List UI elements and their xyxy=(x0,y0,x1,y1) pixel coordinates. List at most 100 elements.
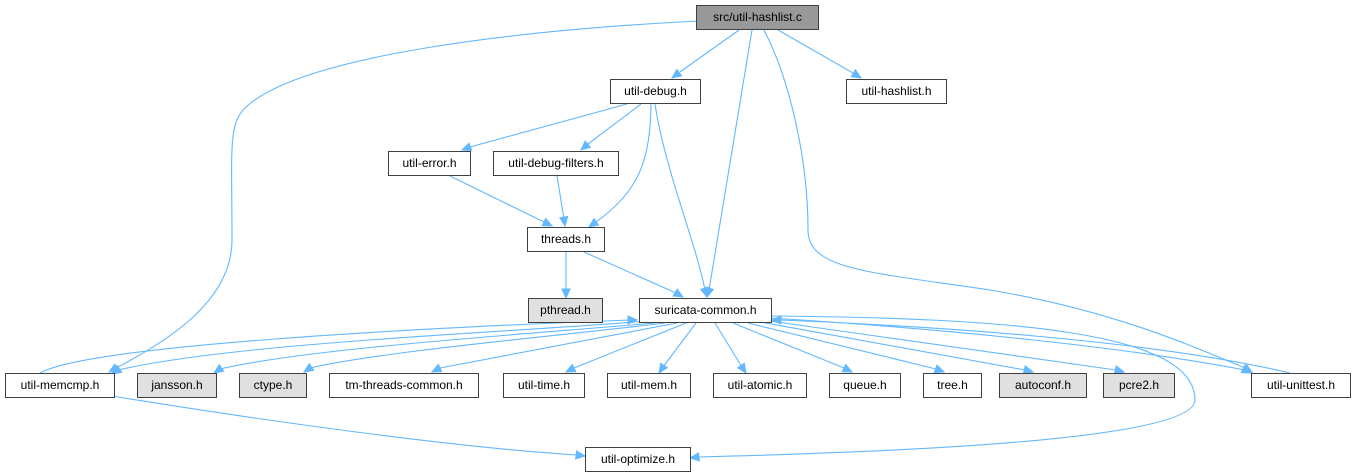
node-ctype[interactable]: ctype.h xyxy=(239,373,307,398)
edge-line xyxy=(117,320,649,371)
node-box xyxy=(1103,373,1175,398)
edge-line xyxy=(439,322,678,369)
node-box xyxy=(239,373,307,398)
node-common[interactable]: suricata-common.h xyxy=(639,298,772,323)
node-pthread[interactable]: pthread.h xyxy=(528,298,603,323)
edge-line xyxy=(714,322,743,368)
node-box xyxy=(503,373,585,398)
edge-unittest-to-common xyxy=(770,315,1291,374)
node-hashlist[interactable]: util-hashlist.h xyxy=(846,79,947,104)
node-label: util-mem.h xyxy=(621,378,677,392)
node-queue[interactable]: queue.h xyxy=(829,373,901,398)
node-jansson[interactable]: jansson.h xyxy=(137,373,217,398)
arrow-head xyxy=(736,362,747,375)
node-mem[interactable]: util-mem.h xyxy=(607,373,691,398)
node-pcre2[interactable]: pcre2.h xyxy=(1103,373,1175,398)
node-box xyxy=(1251,373,1351,398)
arrow-head xyxy=(587,217,600,228)
edge-line xyxy=(573,322,687,369)
edge-line xyxy=(115,20,700,369)
arrow-head xyxy=(575,450,587,460)
arrow-head xyxy=(1240,364,1253,374)
edge-line xyxy=(587,103,642,145)
node-label: threads.h xyxy=(541,232,591,246)
node-debug[interactable]: util-debug.h xyxy=(610,79,701,104)
arrow-head xyxy=(688,452,700,462)
node-box xyxy=(528,298,603,323)
arrow-head xyxy=(541,217,554,227)
edge-memcmp-to-common xyxy=(39,315,639,374)
node-threads[interactable]: threads.h xyxy=(527,227,605,252)
edge-line xyxy=(708,29,753,291)
node-root[interactable]: src/util-hashlist.c xyxy=(696,5,819,30)
node-unittest[interactable]: util-unittest.h xyxy=(1251,373,1351,398)
node-optimize[interactable]: util-optimize.h xyxy=(585,447,691,472)
edge-line xyxy=(777,29,854,74)
node-label: util-unittest.h xyxy=(1267,378,1335,392)
node-tmthreads[interactable]: tm-threads-common.h xyxy=(329,373,479,398)
node-box xyxy=(829,373,901,398)
node-memcmp[interactable]: util-memcmp.h xyxy=(5,373,115,398)
edge-root-to-common xyxy=(704,29,753,299)
edge-line xyxy=(779,319,1291,374)
node-autoconf[interactable]: autoconf.h xyxy=(999,373,1087,398)
node-label: pthread.h xyxy=(540,303,591,317)
node-box xyxy=(493,151,619,176)
edges-layer xyxy=(39,20,1291,462)
edge-common-to-pcre2 xyxy=(769,320,1126,375)
arrow-head xyxy=(699,286,710,299)
node-box xyxy=(527,227,605,252)
node-label: util-atomic.h xyxy=(728,378,793,392)
edge-debug-to-common xyxy=(654,103,710,299)
edge-line xyxy=(309,322,666,369)
edge-line xyxy=(747,322,937,370)
arrow-head xyxy=(933,364,946,374)
arrow-head xyxy=(110,364,123,375)
node-tree[interactable]: tree.h xyxy=(923,373,982,398)
edge-threads-to-common xyxy=(583,251,685,298)
nodes-layer: src/util-hashlist.c util-debug.h util-hash… xyxy=(5,5,1351,472)
node-box xyxy=(329,373,479,398)
arrow-head xyxy=(671,68,683,79)
edge-root-to-hashlist xyxy=(777,29,863,79)
node-label: util-error.h xyxy=(402,156,456,170)
node-box xyxy=(137,373,217,398)
edge-line xyxy=(763,29,1246,369)
node-label: autoconf.h xyxy=(1015,378,1071,392)
edge-line xyxy=(662,322,697,368)
edge-line xyxy=(654,103,706,291)
edge-line xyxy=(679,29,740,73)
edge-common-to-optimize xyxy=(688,315,1196,462)
node-box xyxy=(585,447,691,472)
arrow-head xyxy=(460,142,473,152)
arrow-head xyxy=(850,68,863,79)
arrow-head xyxy=(658,362,669,375)
node-label: util-hashlist.h xyxy=(861,84,931,98)
edge-filters-to-threads xyxy=(556,175,569,228)
node-error[interactable]: util-error.h xyxy=(388,151,471,176)
edge-memcmp-to-optimize xyxy=(111,395,587,460)
arrow-head xyxy=(770,315,782,325)
node-time[interactable]: util-time.h xyxy=(503,373,585,398)
node-label: pcre2.h xyxy=(1119,378,1159,392)
node-box xyxy=(696,5,819,30)
node-box xyxy=(923,373,982,398)
edge-common-to-unittest xyxy=(770,317,1253,374)
node-label: jansson.h xyxy=(150,378,202,392)
node-box xyxy=(610,79,701,104)
node-box xyxy=(607,373,691,398)
node-label: suricata-common.h xyxy=(654,303,756,317)
edge-line xyxy=(732,322,845,369)
node-atomic[interactable]: util-atomic.h xyxy=(713,373,807,398)
edge-debug-to-threads xyxy=(587,103,652,228)
edge-common-to-jansson xyxy=(212,322,656,374)
node-label: util-memcmp.h xyxy=(21,378,100,392)
edge-line xyxy=(39,319,631,374)
edge-line xyxy=(111,395,578,456)
edge-line xyxy=(769,320,1117,371)
arrow-head xyxy=(672,288,685,298)
arrow-head xyxy=(212,363,225,374)
node-label: util-debug-filters.h xyxy=(508,156,603,170)
node-filters[interactable]: util-debug-filters.h xyxy=(493,151,619,176)
edge-common-to-atomic xyxy=(714,322,747,375)
